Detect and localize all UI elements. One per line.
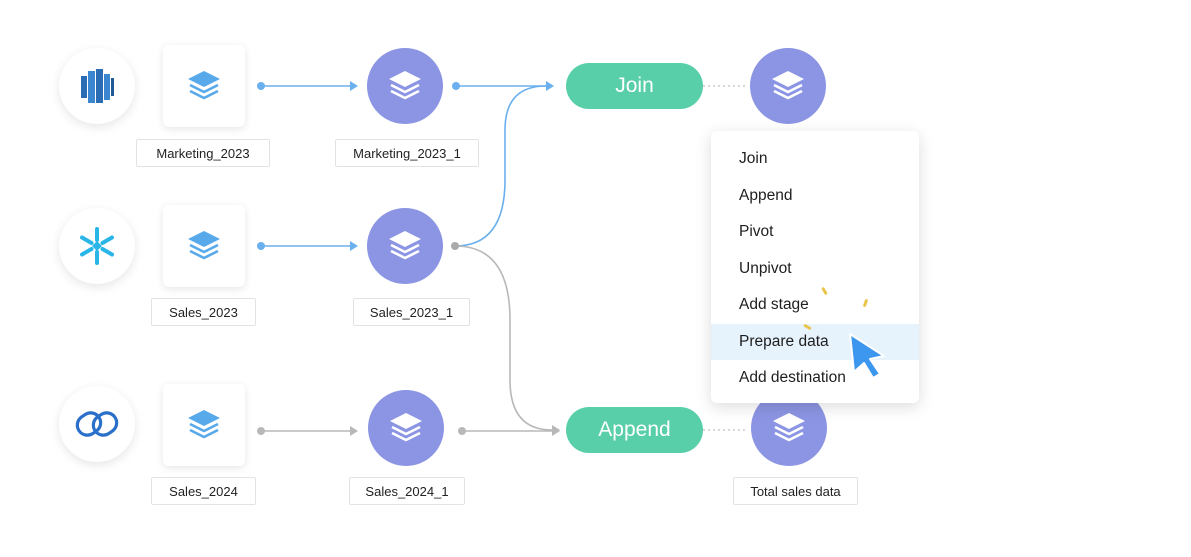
table-card-sales-2023[interactable] (163, 205, 245, 287)
stage-node-sales-2023-1[interactable] (367, 208, 443, 284)
source-zoho-analytics[interactable] (59, 386, 135, 462)
table-label: Marketing_2023 (136, 139, 270, 167)
source-snowflake[interactable] (59, 208, 135, 284)
stage-node-marketing-2023-1[interactable] (367, 48, 443, 124)
connector-dot (257, 82, 265, 90)
menu-item-add-stage[interactable]: Add stage (739, 296, 809, 313)
zoho-analytics-icon (75, 411, 119, 437)
connector-dot (257, 427, 265, 435)
table-card-sales-2024[interactable] (163, 384, 245, 466)
table-label: Sales_2023 (151, 298, 256, 326)
arrow-head (552, 426, 560, 436)
layers-icon (188, 410, 220, 439)
arrow-head (350, 426, 358, 436)
stage-node-sales-2024-1[interactable] (368, 390, 444, 466)
menu-item-join[interactable]: Join (739, 150, 768, 167)
stage-label: Sales_2023_1 (353, 298, 470, 326)
menu-item-unpivot[interactable]: Unpivot (739, 259, 792, 277)
amazon-redshift-icon (81, 69, 114, 103)
mouse-pointer-icon (849, 333, 885, 379)
layers-icon (773, 413, 805, 442)
layers-icon (188, 231, 220, 260)
menu-item-add-destination[interactable]: Add destination (739, 369, 846, 386)
layers-icon (389, 71, 421, 100)
stage-label: Sales_2024_1 (349, 477, 465, 505)
arrow-head (546, 81, 554, 91)
table-label: Sales_2024 (151, 477, 256, 505)
join-output-node[interactable] (750, 48, 826, 124)
menu-item-prepare-data[interactable]: Prepare data (711, 323, 919, 360)
connector-dot (458, 427, 466, 435)
layers-icon (390, 413, 422, 442)
output-label: Total sales data (733, 477, 858, 505)
layers-icon (772, 71, 804, 100)
stage-label: Marketing_2023_1 (335, 139, 479, 167)
layers-icon (188, 71, 220, 100)
connector-dot (452, 82, 460, 90)
connector-dot (257, 242, 265, 250)
table-card-marketing-2023[interactable] (163, 45, 245, 127)
connector-sales2023-stage-to-join (454, 85, 547, 247)
node-context-menu: Join Append Pivot Unpivot Add stage Prep… (711, 131, 919, 403)
append-action-node[interactable]: Append (566, 407, 703, 453)
layers-icon (389, 231, 421, 260)
snowflake-icon (80, 227, 114, 265)
connector-dot (451, 242, 459, 250)
arrow-head (350, 241, 358, 251)
menu-item-append[interactable]: Append (739, 186, 793, 204)
join-action-node[interactable]: Join (566, 63, 703, 109)
menu-item-pivot[interactable]: Pivot (739, 223, 774, 240)
source-redshift[interactable] (59, 48, 135, 124)
connector-sales2023-stage-to-append (454, 245, 553, 431)
arrow-head (350, 81, 358, 91)
